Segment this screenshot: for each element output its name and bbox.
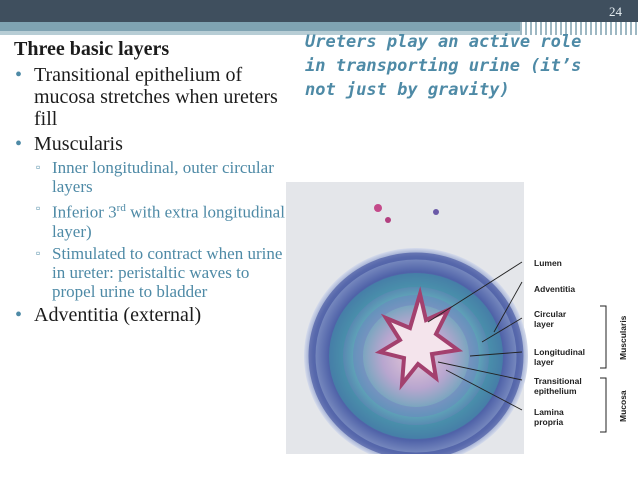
label-lamina-1: Lamina: [534, 407, 564, 417]
banner-accent: [0, 22, 520, 31]
sub-bullet-text: Stimulated to contract when urine in ure…: [52, 243, 283, 301]
square-bullet-icon: ▫: [36, 201, 41, 215]
vessel: [433, 209, 439, 215]
square-bullet-icon: ▫: [36, 245, 41, 260]
bullet-muscularis: • Muscularis: [14, 133, 286, 155]
label-muscularis: Muscularis: [618, 315, 628, 360]
bullet-dot-icon: •: [15, 133, 23, 155]
bullet-adventitia: • Adventitia (external): [14, 304, 286, 326]
circular-layer-ring: [329, 273, 503, 439]
leader-lines: [427, 261, 523, 411]
ureter-micrograph-figure: Lumen Adventitia Circular layer Longitud…: [286, 182, 628, 454]
sub-bullet-stimulated: ▫ Stimulated to contract when urine in u…: [14, 244, 286, 301]
superscript: rd: [116, 202, 126, 214]
bullet-text: Adventitia (external): [34, 303, 202, 326]
section-heading: Three basic layers: [14, 38, 170, 60]
label-longitudinal-2: layer: [534, 357, 555, 367]
label-lumen: Lumen: [534, 258, 562, 268]
square-bullet-icon: ▫: [36, 160, 41, 174]
lumen-shape: [374, 286, 464, 391]
sub-bullet-inferior: ▫ Inferior 3rd with extra longitudinal l…: [14, 199, 286, 241]
label-longitudinal-1: Longitudinal: [534, 347, 585, 357]
brackets: [600, 305, 607, 433]
bullet-dot-icon: •: [15, 64, 23, 86]
banner-accent-line: [0, 31, 638, 35]
sub-bullet-text: Inner longitudinal, outer circular layer…: [52, 158, 274, 196]
bullet-text: Transitional epithelium of mucosa stretc…: [34, 64, 278, 130]
sub-bullet-text-post: with extra longitudinal layer): [52, 202, 285, 241]
banner-stripes: [520, 22, 638, 35]
label-mucosa: Mucosa: [618, 390, 628, 422]
label-circular-2: layer: [534, 319, 555, 329]
page-number: 24: [609, 4, 622, 19]
label-circular-1: Circular: [534, 309, 567, 319]
top-banner: [0, 0, 638, 22]
label-adventitia: Adventitia: [534, 284, 575, 294]
bullet-dot-icon: •: [15, 303, 23, 326]
adventitia-ring: [308, 252, 524, 454]
bullet-text: Muscularis: [34, 133, 123, 155]
bullet-transitional: • Transitional epithelium of mucosa stre…: [14, 64, 286, 130]
ureters-note: Ureters play an active role in transport…: [305, 32, 582, 100]
vessel: [374, 204, 382, 212]
vessel: [385, 217, 391, 223]
label-lamina-2: propria: [534, 417, 564, 427]
label-transitional-1: Transitional: [534, 376, 582, 386]
sub-bullet-layers: ▫ Inner longitudinal, outer circular lay…: [14, 158, 286, 196]
label-transitional-2: epithelium: [534, 386, 577, 396]
left-text-column: Three basic layers • Transitional epithe…: [14, 38, 286, 329]
sub-bullet-text-pre: Inferior 3: [52, 202, 117, 222]
